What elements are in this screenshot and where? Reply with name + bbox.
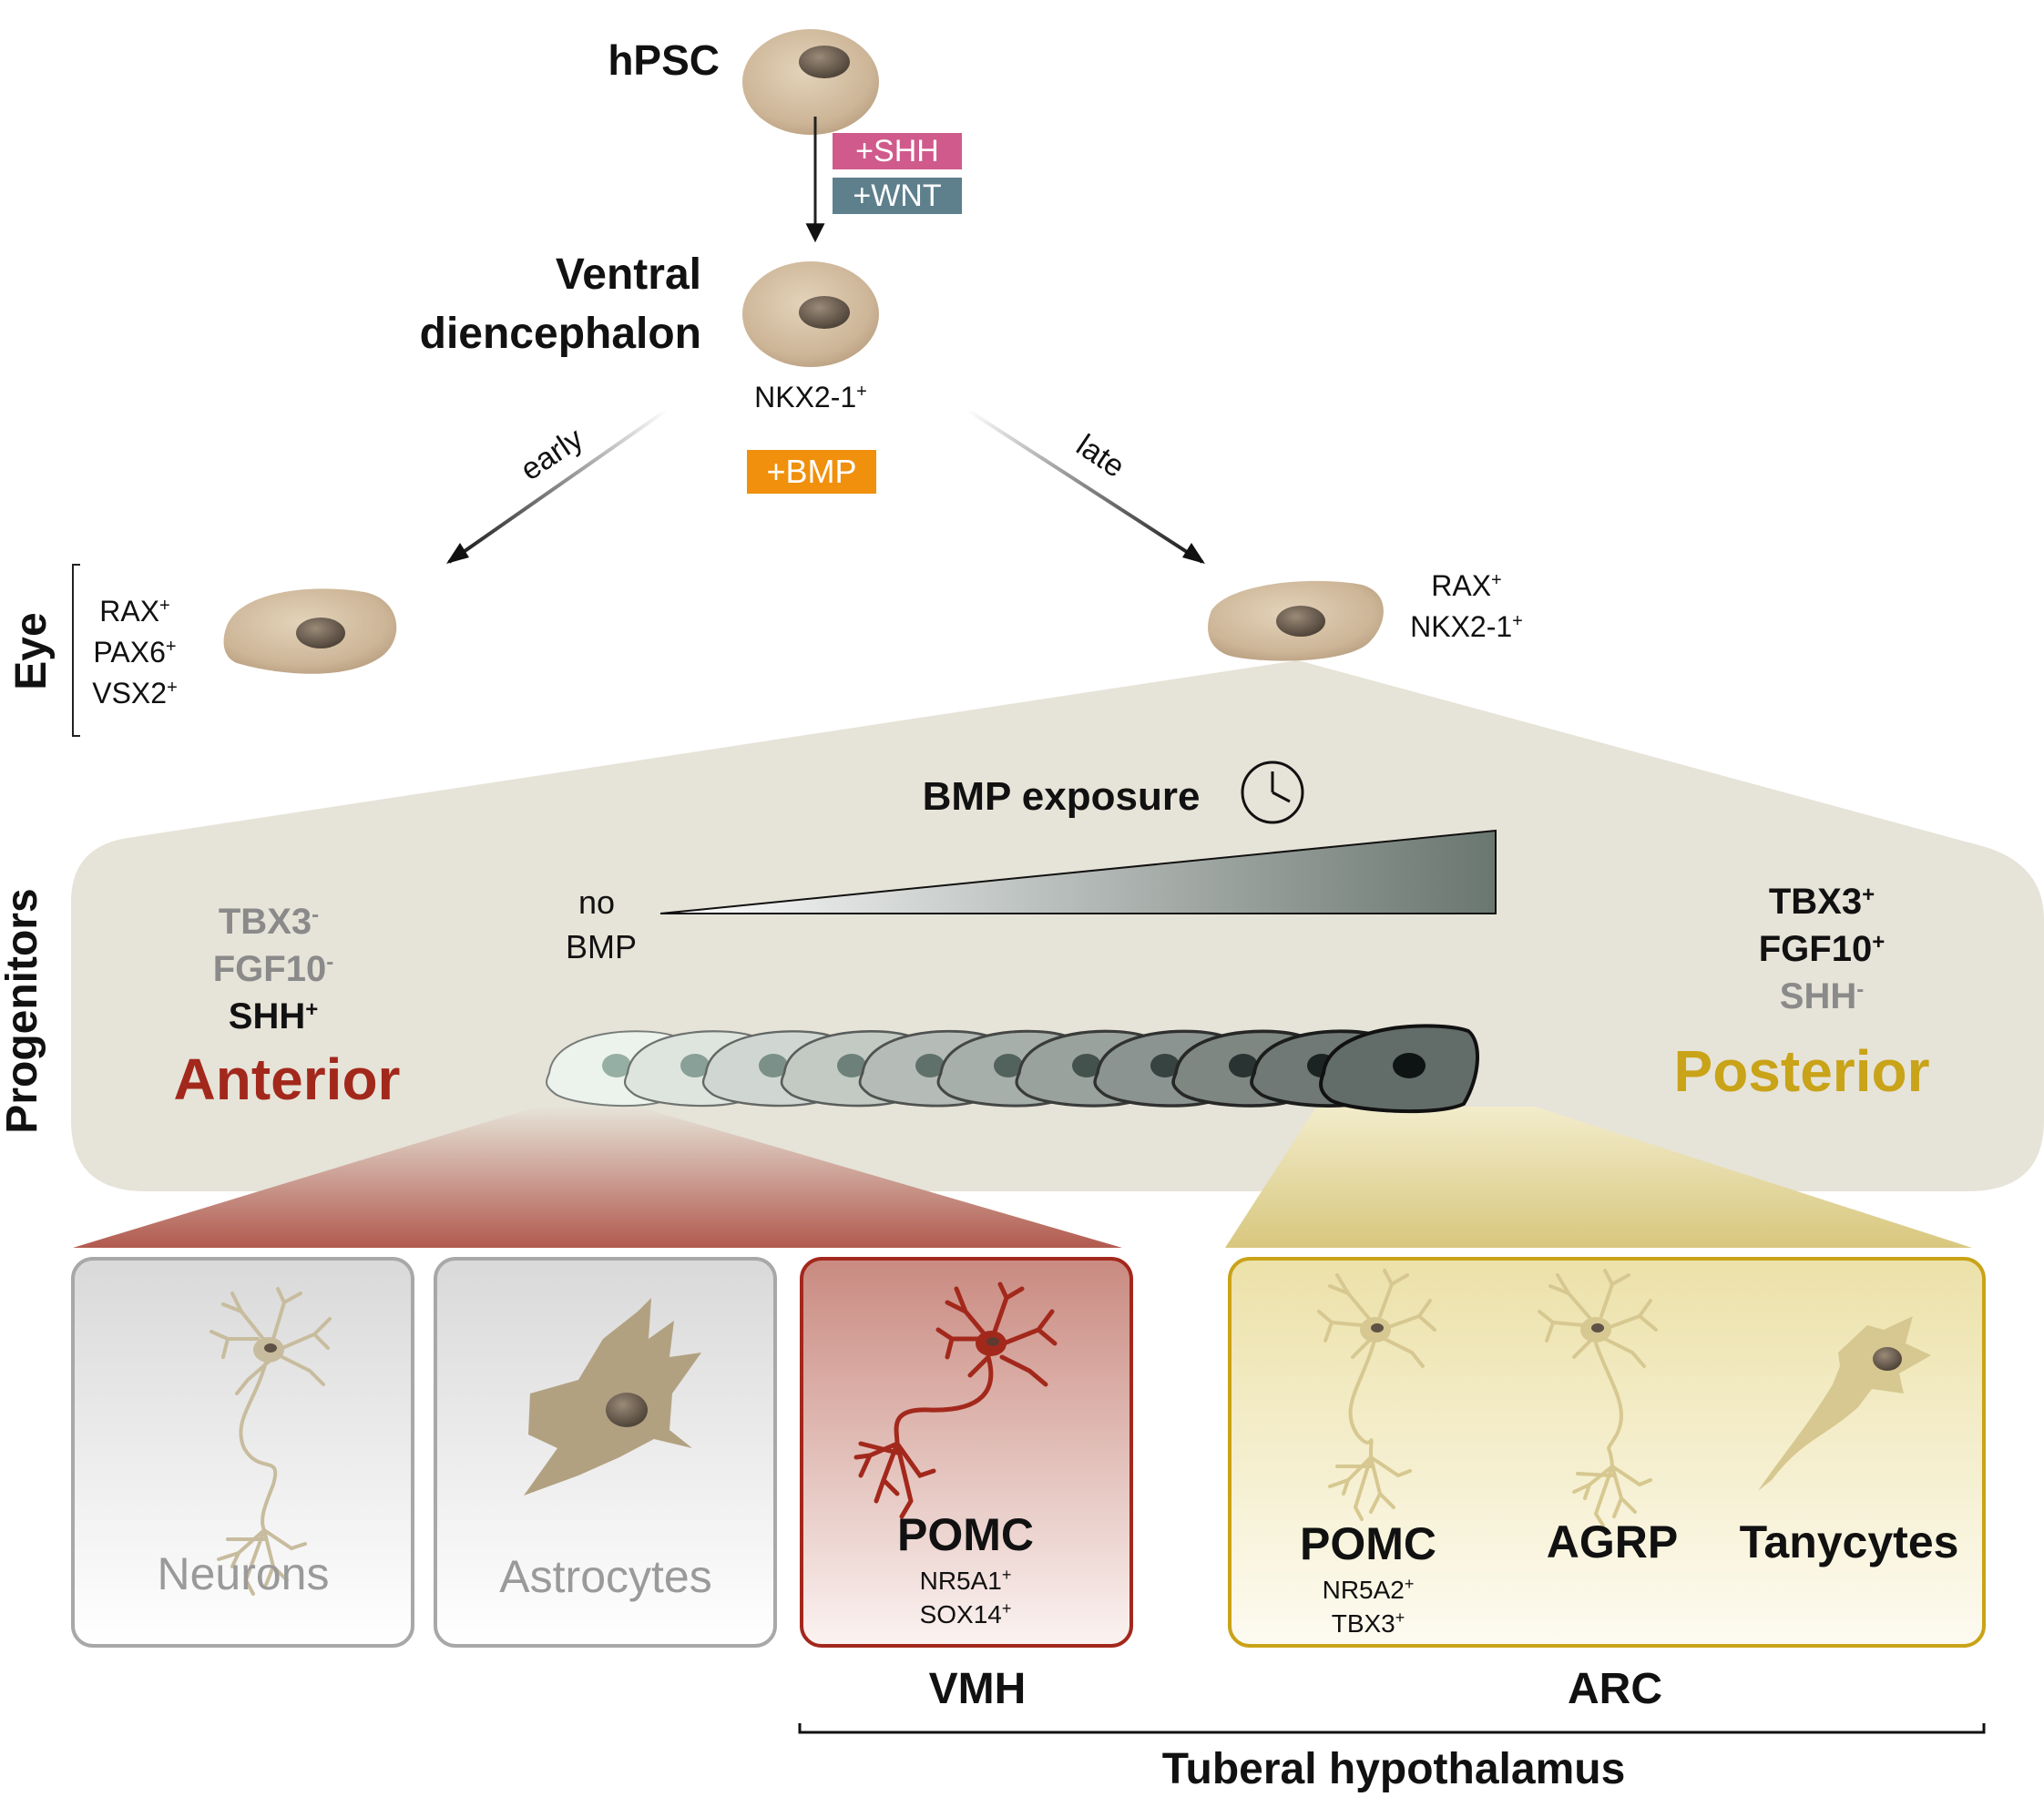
progenitor-nucleus [602,1054,631,1077]
arc-pomc-neuron-soma [1360,1317,1391,1343]
shh-tag-label: +SHH [855,134,939,168]
vmh-marker-nr5a1: NR5A1+ [920,1566,1012,1595]
clock-icon [1241,761,1304,824]
eye-marker-vsx2: VSX2+ [92,677,178,710]
arc-pomc-title: POMC [1300,1518,1436,1569]
anterior-marker-fgf10: FGF10- [213,949,333,989]
early-arrowhead [446,543,469,564]
posterior-marker-fgf10: FGF10+ [1759,929,1886,969]
anterior-title: Anterior [174,1047,401,1112]
tanycyte-icon [1758,1316,1931,1491]
early-label: early [515,422,589,488]
late-arrowhead [1182,543,1205,564]
vmh-label: VMH [929,1665,1027,1713]
right-marker-nkx: NKX2-1+ [1410,610,1523,643]
astrocytes-label: Astrocytes [499,1551,711,1602]
progenitors-side-label: Progenitors [0,888,46,1133]
eye-marker-pax6: PAX6+ [93,636,176,669]
posterior-marker-tbx3: TBX3+ [1769,882,1875,922]
neurons-label: Neurons [158,1548,330,1599]
arc-label: ARC [1568,1665,1662,1713]
vmh-neuron-soma [976,1331,1007,1356]
anterior-marker-shh: SHH+ [229,996,318,1036]
progenitor-nucleus [1150,1054,1180,1077]
eye-bracket [72,564,80,737]
neurons-box [71,1257,414,1648]
wnt-tag-label: +WNT [853,179,941,213]
agrp-neuron-icon [1538,1269,1658,1527]
ventral-diencephalon-cell [742,261,879,367]
shh-tag: +SHH [833,133,962,169]
late-arrow [966,408,1204,564]
progenitor-nucleus [1072,1054,1101,1077]
progenitor-nucleus [915,1054,945,1077]
hpsc-label: hPSC [608,36,720,84]
eye-marker-rax: RAX+ [99,595,169,628]
vmh-pomc-title: POMC [897,1509,1034,1560]
posterior-fan [1225,1107,1972,1248]
no-bmp-line1: no [578,883,615,921]
progenitor-nucleus [1229,1054,1258,1077]
progenitor-nucleus [759,1054,788,1077]
progenitor-cell [1319,1024,1479,1114]
arc-marker-tbx3: TBX3+ [1332,1608,1405,1638]
late-progenitor-cell [1208,580,1384,661]
vmh-neuron-icon [853,1281,1058,1519]
eye-cell [223,588,397,674]
bmp-exposure-label: BMP exposure [923,774,1201,819]
astrocyte-icon [524,1298,701,1496]
anterior-marker-tbx3: TBX3- [219,902,319,942]
anterior-fan [73,1107,1122,1248]
posterior-title: Posterior [1674,1038,1930,1104]
tuberal-label: Tuberal hypothalamus [1162,1745,1626,1793]
arc-pomc-neuron-icon [1317,1269,1436,1521]
eye-title: Eye [7,612,56,689]
vmh-marker-sox14: SOX14+ [920,1599,1012,1629]
ventral-label-line2: diencephalon [420,310,701,358]
progenitor-nucleus [994,1054,1023,1077]
progenitor-cell-row [546,1024,1479,1114]
bmp-tag-label: +BMP [766,453,856,490]
progenitor-nucleus [680,1054,710,1077]
progenitor-nucleus [1393,1053,1426,1078]
right-marker-rax: RAX+ [1431,569,1501,602]
arc-marker-nr5a2: NR5A2+ [1323,1575,1415,1604]
tanycytes-label: Tanycytes [1740,1516,1959,1567]
nkx-marker-name: NKX2-1 [754,381,856,414]
vmh-pomc-box [800,1257,1133,1648]
early-arrow [447,408,669,564]
no-bmp-line2: BMP [566,928,637,965]
late-label: late [1070,428,1131,485]
arc-box [1228,1257,1986,1648]
svg-text:NKX2-1+: NKX2-1+ [754,381,867,414]
neuron-icon [210,1287,332,1596]
tuberal-bracket [798,1723,1986,1734]
wnt-tag: +WNT [833,178,962,214]
agrp-label: AGRP [1547,1516,1678,1567]
bmp-gradient-wedge [659,829,1497,914]
bmp-tag: +BMP [747,450,876,494]
nkx-marker: NKX2-1+ [754,381,867,414]
progenitor-nucleus [837,1054,866,1077]
hpsc-cell [742,29,879,135]
agrp-neuron-soma [1580,1317,1611,1343]
posterior-marker-shh: SHH- [1780,976,1864,1016]
neuron-soma [253,1337,284,1363]
ventral-label-line1: Ventral [556,250,701,299]
